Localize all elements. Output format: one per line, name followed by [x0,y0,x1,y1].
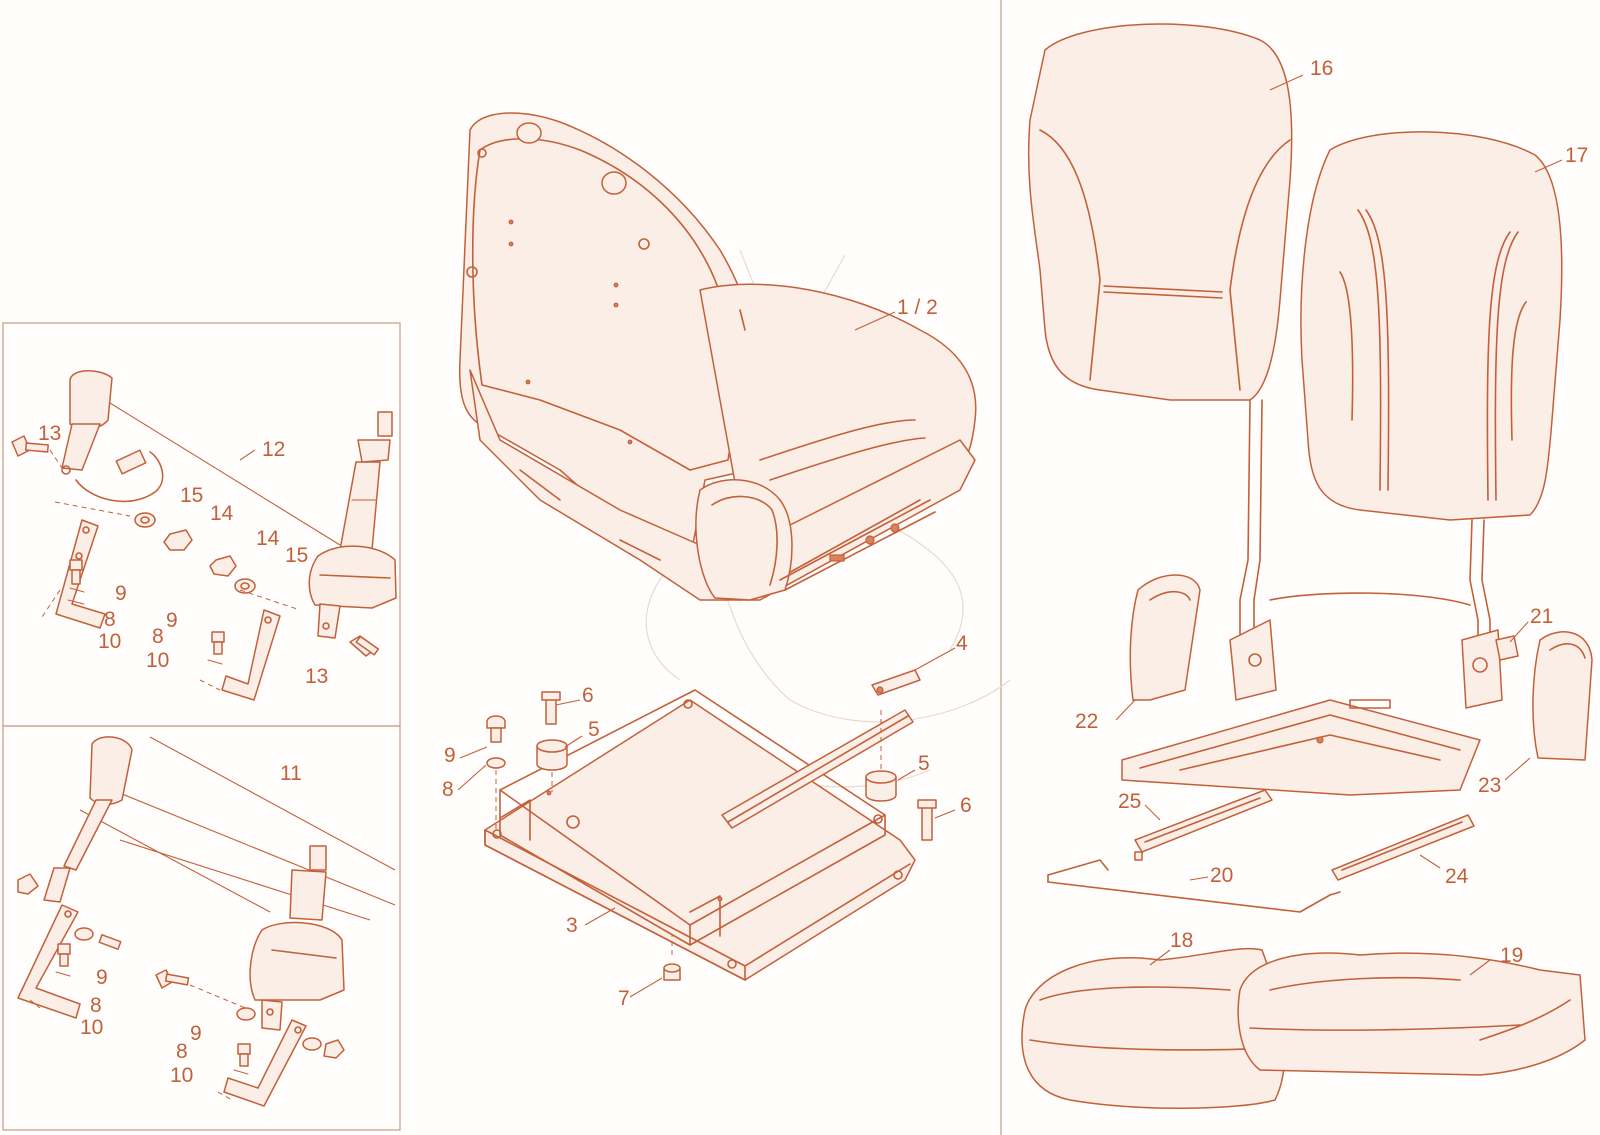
slide-rails [1047,789,1475,913]
leader-lines [239,74,1563,998]
callout-11: 11 [280,762,302,785]
callout-15a: 15 [180,484,203,507]
callout-4: 4 [956,632,968,655]
callout-8-mid: 8 [442,778,454,801]
callout-13b: 13 [305,665,328,688]
callout-5a: 5 [588,718,600,741]
seat-frame [1121,399,1503,796]
plate-hardware [486,691,937,981]
callout-1-2: 1 / 2 [897,296,938,319]
callout-6b: 6 [960,794,972,817]
callout-24: 24 [1445,865,1469,888]
panel-frames [2,0,1002,1135]
callout-9-p2a: 9 [96,966,108,989]
belt-panel-1 [11,370,397,701]
callout-10-p1b: 10 [146,649,169,672]
callout-10-p2a: 10 [80,1016,103,1039]
callout-10-p1a: 10 [98,630,121,653]
callout-9-p1a: 9 [115,582,127,605]
callout-9-mid: 9 [444,744,456,767]
callout-labels: 1 / 2 3 4 5 5 6 6 7 8 9 12 13 13 14 14 1… [38,57,1588,1087]
callout-7: 7 [618,987,630,1010]
callout-20: 20 [1210,864,1233,887]
callout-14a: 14 [210,502,234,525]
backrest-cover-16 [1027,23,1293,401]
callout-21: 21 [1530,605,1553,628]
callout-5b: 5 [918,752,930,775]
backrest-cover-17 [1300,131,1563,521]
callout-18: 18 [1170,929,1193,952]
seat-assembly [458,112,977,601]
callout-19: 19 [1500,944,1523,967]
callout-17: 17 [1565,144,1588,167]
callout-16: 16 [1310,57,1333,80]
callout-10-p2b: 10 [170,1064,193,1087]
callout-13a: 13 [38,422,61,445]
seat-cushion-19 [1237,952,1586,1076]
belt-panel-2 [17,736,396,1107]
callout-3: 3 [566,914,578,937]
mounting-plate [484,669,921,981]
side-covers [1129,574,1593,761]
callout-25: 25 [1118,790,1141,813]
callout-8-p2b: 8 [176,1040,188,1063]
callout-9-p2b: 9 [190,1022,202,1045]
callout-12: 12 [262,438,285,461]
callout-9-p1b: 9 [166,609,178,632]
callout-8-p2a: 8 [90,994,102,1017]
callout-14b: 14 [256,527,280,550]
callout-23: 23 [1478,774,1501,797]
callout-22: 22 [1075,710,1098,733]
callout-6a: 6 [582,684,594,707]
callout-8-p1a: 8 [104,608,116,631]
callout-15b: 15 [285,544,308,567]
callout-8-p1b: 8 [152,625,164,648]
